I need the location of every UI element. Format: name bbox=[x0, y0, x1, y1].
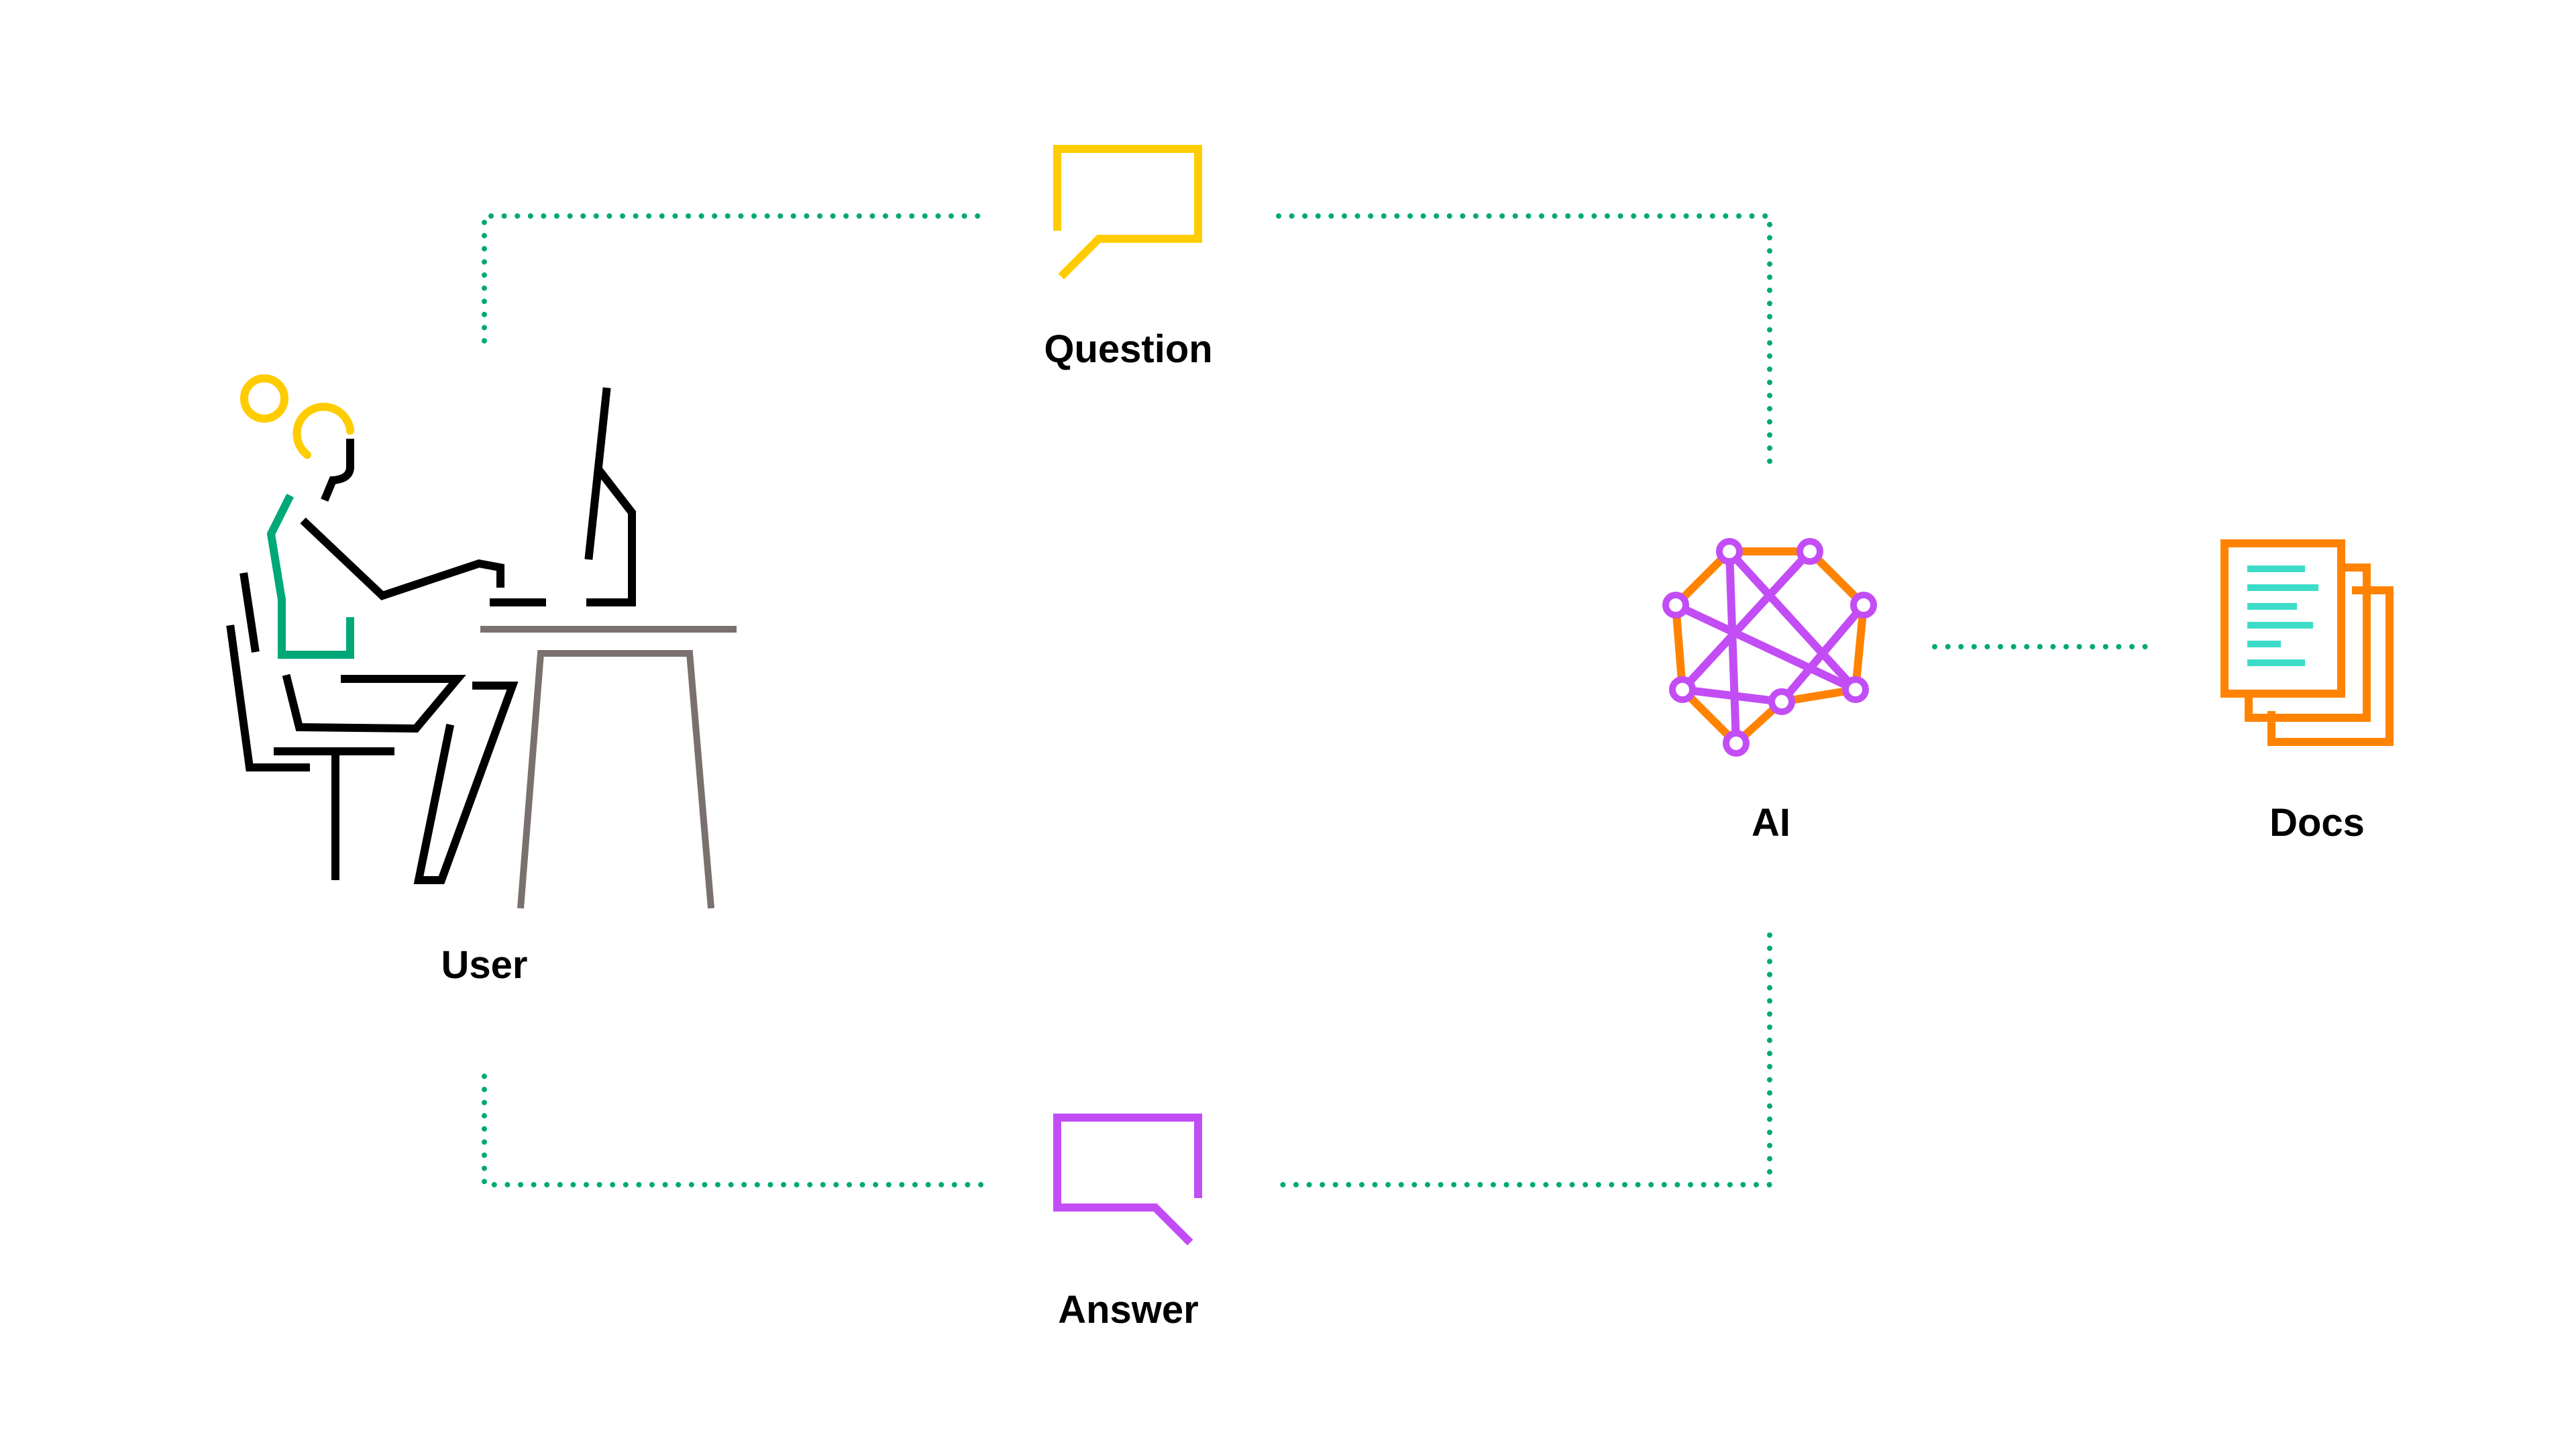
connector-question-to-ai bbox=[1276, 213, 1772, 468]
network-nodes bbox=[1662, 538, 1877, 757]
arm bbox=[300, 517, 504, 600]
doc-text-lines bbox=[2247, 566, 2318, 666]
legs bbox=[282, 674, 519, 884]
person-at-desk-icon bbox=[226, 374, 737, 909]
hair-bun bbox=[240, 374, 354, 459]
question-bubble-icon bbox=[1053, 145, 1202, 280]
user-node: User bbox=[226, 374, 737, 987]
ai-node: AI bbox=[1662, 538, 1877, 845]
answer-label: Answer bbox=[1058, 1288, 1199, 1332]
question-label: Question bbox=[1044, 327, 1212, 371]
connector-user-to-question bbox=[482, 213, 983, 343]
question-node: Question bbox=[1044, 145, 1213, 371]
monitor bbox=[584, 387, 636, 606]
chair bbox=[226, 572, 394, 880]
connector-ai-to-answer bbox=[1276, 932, 1772, 1187]
user-label: User bbox=[441, 943, 528, 987]
desk bbox=[480, 626, 737, 909]
neural-network-icon bbox=[1662, 538, 1877, 757]
answer-bubble-icon bbox=[1053, 1114, 1202, 1246]
docs-node: Docs bbox=[2220, 539, 2394, 845]
torso bbox=[266, 493, 354, 659]
connectors bbox=[482, 213, 2156, 1187]
connector-answer-to-user bbox=[482, 1068, 983, 1187]
documents-stack-icon bbox=[2220, 539, 2394, 746]
docs-label: Docs bbox=[2269, 801, 2365, 845]
ai-label: AI bbox=[1752, 801, 1790, 845]
answer-node: Answer bbox=[1053, 1114, 1202, 1332]
doc-page-back bbox=[2267, 586, 2394, 746]
network-links bbox=[1672, 547, 1868, 747]
doc-page-middle bbox=[2245, 564, 2371, 722]
face-outline bbox=[321, 439, 354, 502]
